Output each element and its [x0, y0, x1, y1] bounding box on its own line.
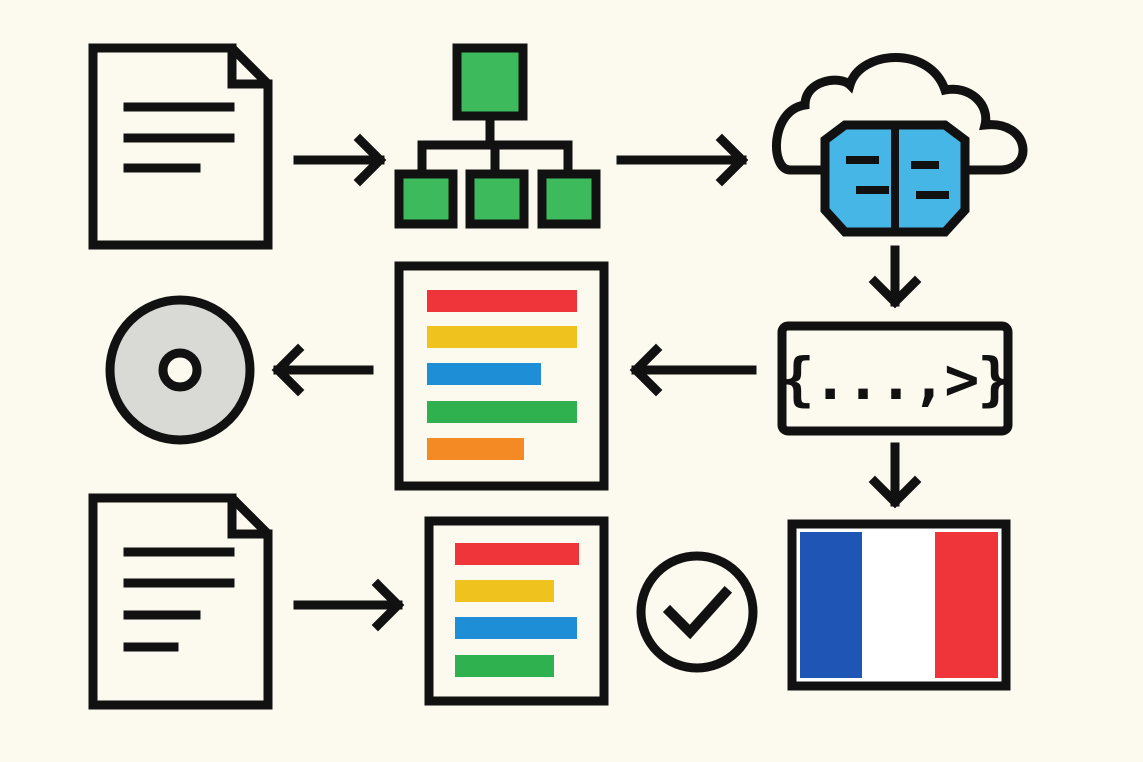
code-symbol: {...,>}: [779, 344, 1012, 413]
code-box: [777, 321, 1013, 436]
flag-blue-stripe: [800, 532, 862, 678]
arrow-right-icon: [293, 133, 387, 187]
arrow-right-icon: [293, 578, 405, 632]
cloud-brain-icon: [772, 53, 1028, 237]
bar-green: [455, 655, 554, 677]
bar-orange: [427, 438, 524, 460]
bar-blue: [455, 617, 577, 639]
arrow-down-icon: [868, 245, 922, 309]
arrow-right-icon: [616, 133, 749, 187]
bar-red: [427, 290, 577, 312]
document-icon: [88, 43, 273, 250]
flag-red-stripe: [935, 532, 998, 678]
bar-yellow: [427, 326, 577, 348]
hierarchy-icon: [394, 43, 601, 229]
bar-red: [455, 543, 579, 565]
arrow-left-icon: [271, 343, 374, 397]
arrow-down-icon: [868, 442, 922, 509]
bar-yellow: [455, 580, 554, 602]
bar-green: [427, 401, 577, 423]
checkmark-circle-icon: [636, 551, 758, 673]
disc-icon: [105, 295, 255, 445]
bar-blue: [427, 363, 541, 385]
arrow-left-icon: [629, 343, 757, 397]
document-icon: [88, 493, 273, 710]
